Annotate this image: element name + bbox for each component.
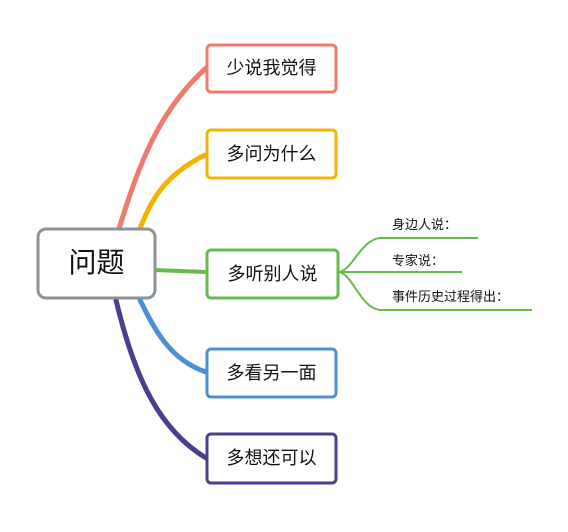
sub-branch-label-3: 事件历史过程得出： bbox=[392, 289, 509, 305]
connector-branch-1 bbox=[115, 65, 209, 235]
branch-node-5: 多想还可以 bbox=[205, 432, 338, 485]
connector-sub-3 bbox=[337, 271, 532, 311]
branch-label-2: 多问为什么 bbox=[227, 144, 317, 165]
branch-label-5: 多想还可以 bbox=[227, 448, 317, 469]
branch-node-4: 多看另一面 bbox=[205, 347, 338, 399]
branch-node-2: 多问为什么 bbox=[205, 128, 338, 180]
branch-label-3: 多听别人说 bbox=[228, 264, 318, 285]
branch-node-1: 少说我觉得 bbox=[205, 43, 338, 94]
sub-branch-label-1: 身边人说： bbox=[392, 217, 457, 233]
branch-label-4: 多看另一面 bbox=[227, 363, 317, 384]
connector-sub-1 bbox=[337, 237, 478, 273]
central-node-label: 问题 bbox=[68, 246, 124, 279]
connector-branch-4 bbox=[137, 297, 209, 375]
connector-branch-3 bbox=[152, 268, 208, 274]
connector-branch-2 bbox=[135, 152, 208, 237]
branch-label-1: 少说我觉得 bbox=[227, 58, 317, 79]
central-node: 问题 bbox=[36, 227, 157, 300]
sub-branch-label-2: 专家说： bbox=[392, 253, 444, 269]
branch-node-3: 多听别人说 bbox=[205, 248, 340, 300]
connector-branch-5 bbox=[113, 297, 209, 461]
